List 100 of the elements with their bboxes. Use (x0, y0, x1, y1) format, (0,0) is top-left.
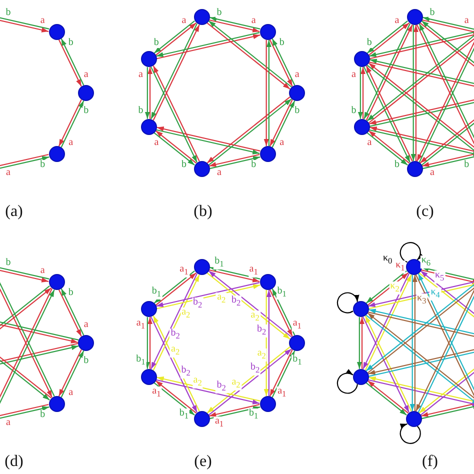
arrow (413, 24, 418, 162)
edge-label: a (5, 168, 12, 178)
edge-label: b$_{1}$ (135, 354, 146, 368)
edge-label: a (278, 138, 286, 148)
edge-label: κ$_{0}$ (382, 253, 394, 266)
arrow (210, 156, 260, 170)
node-circle (289, 85, 305, 101)
edge-label: a (68, 138, 74, 148)
edge-label: a (180, 16, 188, 26)
loop-arrow (400, 423, 421, 444)
node-circle (48, 24, 65, 40)
edge-label: κ$_{1}$ (394, 260, 406, 274)
arrow (412, 274, 418, 412)
arrow (210, 266, 260, 280)
arrow (358, 67, 363, 119)
edge-label: b (82, 356, 90, 366)
edge-label: b$_{1}$ (214, 256, 225, 270)
edge-label: b (39, 160, 46, 170)
edge-label: b$_{1}$ (150, 286, 162, 300)
node-circle (354, 118, 370, 135)
arrow (266, 290, 272, 396)
edge-label: b (67, 38, 74, 48)
arrow (421, 269, 474, 284)
edge-label: b$_{1}$ (276, 286, 288, 300)
edge-label: a (153, 138, 160, 148)
edge-label: a (5, 418, 12, 428)
arrow (360, 317, 365, 369)
node-circle (140, 368, 157, 385)
arrow (356, 317, 362, 369)
edge-label: b$_{2}$ (180, 366, 192, 379)
arrow (148, 317, 153, 369)
edge-label: a (463, 16, 470, 26)
node-circle (260, 274, 276, 290)
edge-label: b (350, 106, 358, 116)
arrow (264, 40, 269, 146)
edge-label: b (250, 160, 258, 170)
arrow (360, 67, 366, 119)
edge-label: b (180, 160, 188, 170)
edge-label: κ$_{5}$ (434, 270, 446, 284)
arrow (210, 16, 260, 30)
node-circle (260, 146, 276, 162)
arrow (209, 154, 260, 167)
node-circle (194, 258, 210, 275)
edge-label: b (82, 106, 90, 116)
arrow (209, 19, 260, 32)
edge-label: a (216, 168, 222, 178)
edge-label: b (428, 8, 436, 18)
edge-label: a (82, 320, 90, 330)
edge-label: b (67, 288, 74, 298)
edge-label: κ$_{2}$ (389, 281, 400, 294)
node-circle (406, 161, 423, 178)
edge-label: a$_{1}$ (248, 264, 259, 278)
arrow (144, 67, 150, 119)
arrow (0, 18, 49, 32)
edge-label: a$_{2}$ (256, 348, 267, 362)
panel-label: (e) (194, 454, 212, 470)
edge-label: a (294, 70, 300, 80)
edge-label: κ$_{6}$ (420, 255, 432, 268)
edge-label: b (366, 38, 373, 48)
arrow (422, 16, 474, 32)
node-circle (352, 301, 369, 318)
panel-label: (d) (4, 454, 24, 470)
node-circle (140, 51, 157, 68)
node-circle (352, 368, 369, 385)
loop-arrow (400, 242, 424, 263)
edge-label: a$_{1}$ (276, 386, 288, 400)
edge-label: a (250, 16, 257, 26)
node-circle (260, 24, 276, 40)
edge-label: b$_{2}$ (216, 380, 227, 394)
edge-label: a$_{2}$ (170, 344, 181, 357)
edge-label: a (39, 16, 46, 26)
node-circle (194, 8, 210, 25)
arrow (422, 266, 474, 282)
panel-label: (c) (416, 204, 434, 220)
node-circle (194, 161, 210, 178)
edge-label: b (294, 106, 301, 116)
edge-label: b (4, 258, 12, 268)
arrow (422, 19, 474, 34)
edge-label: b (137, 106, 144, 116)
node-circle (406, 8, 423, 25)
loop-arrow (336, 369, 358, 394)
edge-label: b (152, 38, 160, 48)
edge-label: b (463, 160, 470, 170)
node-circle (78, 85, 94, 101)
node-circle (140, 301, 157, 318)
node-circle (140, 118, 157, 135)
edge-label: a (429, 168, 436, 178)
edge-label: a (138, 70, 144, 80)
edge-label: a (68, 388, 74, 398)
edge-label: a$_{2}$ (192, 375, 203, 388)
edge-label: a$_{2}$ (180, 307, 192, 320)
node-circle (78, 335, 94, 351)
panel-label: (f) (422, 454, 438, 470)
edge-label: a$_{2}$ (230, 377, 242, 390)
edge-label: a$_{1}$ (178, 264, 190, 278)
loop-arrow (336, 292, 359, 314)
node-circle (406, 258, 422, 275)
edge-label: b$_{2}$ (250, 362, 261, 376)
edge-label: b (393, 160, 400, 170)
arrow (0, 264, 50, 280)
